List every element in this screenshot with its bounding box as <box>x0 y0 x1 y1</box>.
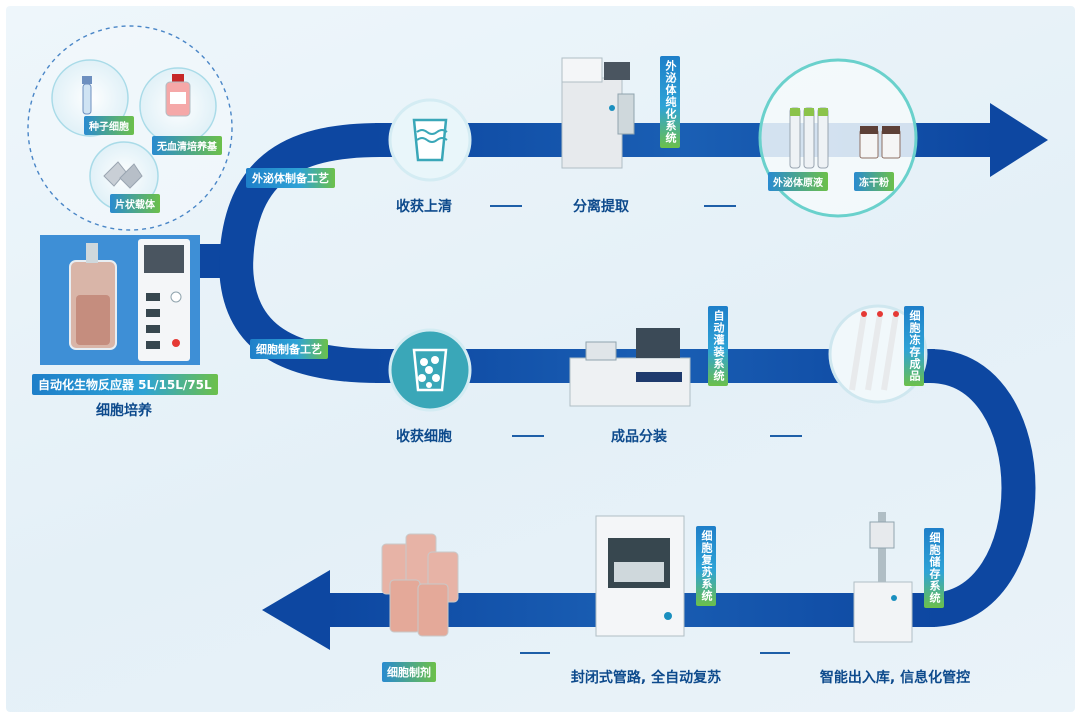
filling-system-tag: 自动灌装系统 <box>708 306 728 386</box>
exosome-vials-icon <box>789 107 829 169</box>
storage-system-icon <box>853 512 913 643</box>
medium-label: 无血清培养基 <box>152 136 222 155</box>
cell-process-tag: 细胞制备工艺 <box>250 339 328 359</box>
filling-machine-icon <box>569 328 691 407</box>
divider-line <box>512 435 544 437</box>
bioreactor-icon <box>69 239 190 361</box>
harvest-cells-icon <box>412 348 448 392</box>
cell-bags-icon <box>381 533 459 637</box>
microcarrier-label: 片状载体 <box>110 194 160 213</box>
cell-culture-title: 细胞培养 <box>96 403 152 419</box>
medium-bottle-icon <box>165 74 191 117</box>
harvest-cells-label: 收获细胞 <box>396 429 452 445</box>
separation-label: 分离提取 <box>573 199 629 215</box>
exosome-process-tag: 外泌体制备工艺 <box>246 168 335 188</box>
exosome-stock-label: 外泌体原液 <box>768 172 828 191</box>
supernatant-beaker-icon <box>412 118 448 162</box>
frozen-product-tag: 细胞冻存成品 <box>904 306 924 386</box>
seed-cells-label: 种子细胞 <box>84 116 134 135</box>
reactor-name-label: 自动化生物反应器 5L/15L/75L <box>32 374 218 395</box>
thaw-caption: 封闭式管路, 全自动复苏 <box>570 670 722 686</box>
storage-caption: 智能出入库, 信息化管控 <box>819 670 971 686</box>
divider-line <box>520 652 550 654</box>
storage-row-arrowhead <box>262 570 330 650</box>
divider-line <box>760 652 790 654</box>
divider-line <box>704 205 736 207</box>
filling-label: 成品分装 <box>611 429 667 445</box>
u-turn-curve <box>928 349 1036 627</box>
final-product-label: 细胞制剂 <box>382 662 436 682</box>
exosome-row-arrowhead <box>990 103 1048 177</box>
purification-system-tag: 外泌体纯化系统 <box>660 56 680 148</box>
storage-system-tag: 细胞储存系统 <box>924 528 944 608</box>
thaw-system-tag: 细胞复苏系统 <box>696 526 716 606</box>
separation-machine-icon <box>561 57 635 169</box>
exosome-branch-curve <box>219 123 381 273</box>
microcarrier-icon <box>103 161 143 189</box>
freeze-dried-bottles-icon <box>859 126 901 159</box>
harvest-supernatant-label: 收获上清 <box>396 199 452 215</box>
divider-line <box>490 205 522 207</box>
divider-line <box>770 435 802 437</box>
seed-cells-tube-icon <box>82 76 92 115</box>
freeze-dried-label: 冻干粉 <box>854 172 894 191</box>
frozen-straws-icon <box>849 311 899 391</box>
bioreactor-image <box>40 235 200 365</box>
thaw-system-icon <box>595 515 685 637</box>
